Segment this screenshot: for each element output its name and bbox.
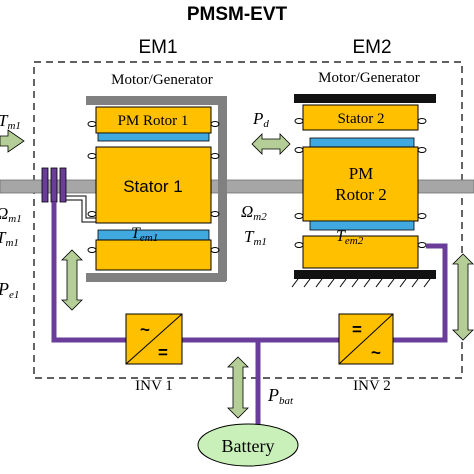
em2-stator-top: [302, 104, 419, 131]
left-pe-label: Pe1: [0, 279, 19, 301]
em1-torque-label: Tem1: [131, 225, 158, 244]
em1-label: EM1: [138, 37, 177, 58]
mid-omega-label: Ωm2: [241, 202, 267, 223]
inverter-1: ~ =: [125, 313, 183, 365]
em2-rotor-label-line1: PM: [349, 164, 374, 183]
battery-label: Battery: [222, 436, 275, 456]
em2-role-label: Motor/Generator: [318, 70, 420, 86]
dc-bus: [51, 202, 448, 424]
em1-rotor-frame: [86, 96, 227, 282]
em2-magnet-top: [309, 137, 415, 148]
mid-pd-label: Pd: [252, 109, 269, 130]
em2-pm-rotor: [302, 146, 419, 222]
svg-text:~: ~: [140, 320, 150, 339]
em1-pm-rotor-top: [95, 106, 212, 134]
slip-ring-leads: [66, 195, 96, 223]
em2-top-frame: [294, 94, 436, 103]
em2-magnet-bottom: [309, 220, 415, 231]
svg-text:=: =: [352, 320, 362, 339]
em2-stator-label: Stator 2: [337, 111, 384, 127]
diagram-title: PMSM-EVT: [187, 4, 288, 25]
arrow-p-d: [251, 133, 291, 155]
inverter-2: = ~: [338, 313, 394, 365]
em1-stator-label: Stator 1: [123, 177, 183, 196]
em2-stator-bottom: [302, 235, 419, 269]
battery: [197, 423, 299, 467]
left-omega-label: Ωm1: [0, 204, 22, 225]
mid-tm-label: Tm1: [244, 227, 267, 248]
arrow-t-in: [0, 129, 25, 153]
battery-power-label: Pbat: [267, 385, 294, 407]
inverter-1-label: INV 1: [135, 378, 173, 394]
left-torque-in-label: Tm1: [0, 111, 21, 132]
em2-torque-label: Tem2: [336, 228, 364, 247]
em1-rotor-label: PM Rotor 1: [118, 113, 189, 129]
arrow-p-e1: [61, 249, 83, 311]
em1-magnet-top: [97, 132, 210, 142]
em2-coil-ends: [294, 118, 427, 248]
em1-coil-ends: [87, 121, 220, 253]
arrow-p-bat: [227, 356, 249, 419]
em1-role-label: Motor/Generator: [111, 72, 213, 88]
em1-pm-rotor-bottom: [95, 239, 212, 271]
em2-label: EM2: [352, 37, 391, 58]
em2-rotor-label-line2: Rotor 2: [335, 185, 386, 204]
svg-text:=: =: [158, 343, 168, 362]
svg-text:~: ~: [371, 343, 381, 362]
slip-rings: [41, 167, 67, 203]
em1-stator: [95, 146, 212, 224]
ground-hatch: [291, 278, 431, 288]
em2-bottom-frame: [294, 270, 436, 279]
left-tm-label: Tm1: [0, 228, 19, 249]
arrow-em2-side: [452, 253, 474, 341]
inverter-2-label: INV 2: [353, 378, 391, 394]
